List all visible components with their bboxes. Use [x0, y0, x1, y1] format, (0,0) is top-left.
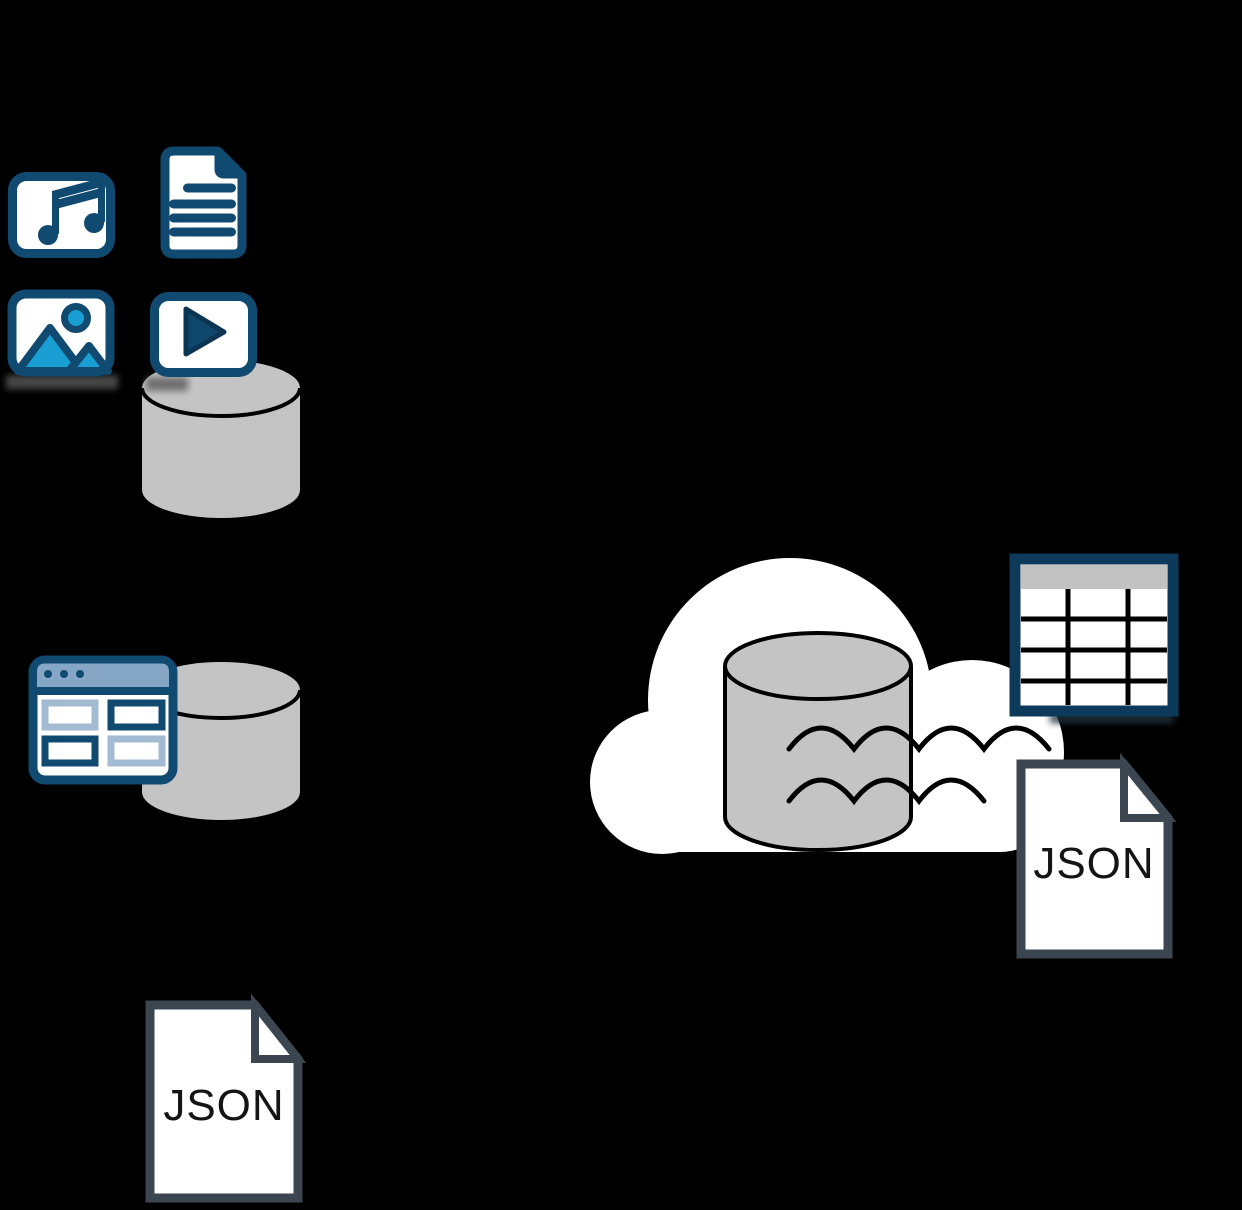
table-gridlines — [1021, 589, 1167, 705]
play-icon — [183, 306, 227, 357]
folded-corner — [214, 147, 246, 179]
text-lines — [169, 183, 236, 237]
json-file-label: JSON — [163, 1081, 284, 1130]
json-file-label: JSON — [1033, 839, 1154, 888]
image-icon — [7, 289, 115, 377]
form-field — [41, 699, 99, 731]
data-lake-cylinder — [723, 631, 913, 852]
json-file-right: JSON — [1016, 752, 1177, 959]
browser-window-icon — [28, 655, 178, 785]
data-lake-cloud-group: JSON — [590, 553, 1179, 959]
music-icon — [8, 172, 115, 258]
video-icon — [150, 292, 257, 377]
form-field — [107, 699, 166, 731]
browser-dots — [44, 670, 84, 678]
table-icon — [1009, 553, 1179, 723]
web-app-group — [28, 655, 302, 820]
folded-corner — [251, 993, 307, 1063]
folded-corner — [1120, 752, 1177, 822]
image-icon-shadow — [6, 375, 118, 389]
document-icon — [160, 146, 247, 259]
browser-header — [37, 663, 169, 687]
json-file-left: JSON — [145, 993, 307, 1203]
water-waves — [786, 725, 1052, 806]
table-header — [1021, 565, 1167, 589]
sun — [61, 303, 91, 333]
video-icon-shadow — [146, 377, 188, 391]
music-note-glyph — [38, 177, 105, 245]
table-shadow — [1050, 714, 1174, 723]
database-cylinder-media — [140, 360, 302, 518]
mountain-small — [65, 342, 112, 375]
mountain-large — [14, 324, 86, 375]
unstructured-media-group — [6, 146, 302, 518]
form-field — [107, 735, 166, 767]
form-field — [41, 735, 99, 767]
